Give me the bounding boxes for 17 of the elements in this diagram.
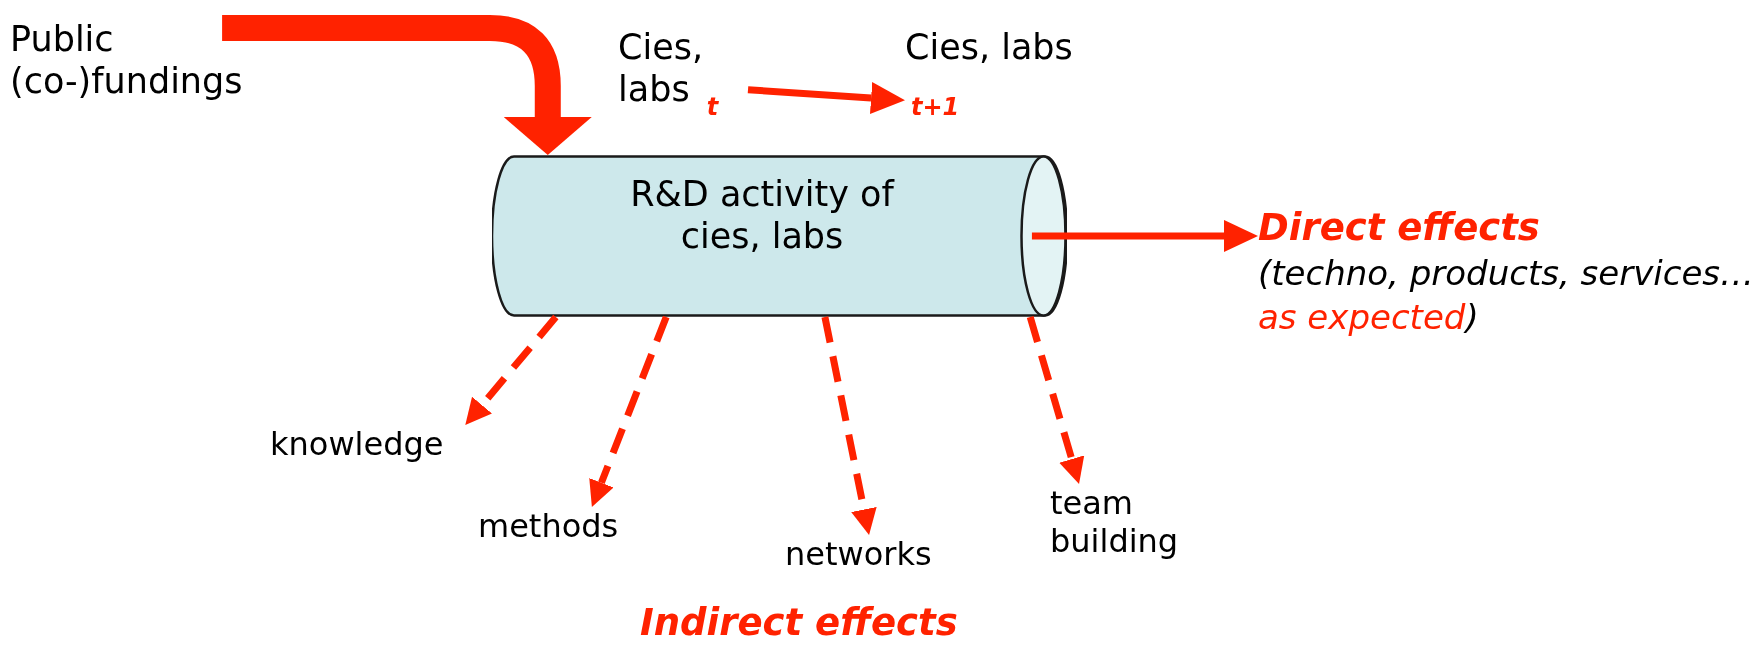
arrow <box>1031 219 1258 252</box>
node-text: Public (co-)fundings <box>10 18 310 118</box>
arrow <box>465 314 559 425</box>
node-text: Cies, labs $_{t}$ <box>618 26 748 144</box>
effect-description: (techno, products, services… as expected) <box>1258 252 1756 340</box>
arrow <box>747 82 905 114</box>
node-text: R&D activity of cies, labs <box>629 173 896 257</box>
effect-label: methods <box>478 507 648 546</box>
group-caption: Indirect effects <box>640 603 958 644</box>
arrow <box>821 316 877 535</box>
effect-heading: Direct effects <box>1258 205 1541 251</box>
arrow <box>222 15 592 155</box>
effect-label: knowledge <box>270 425 480 464</box>
arrow <box>589 315 670 507</box>
effect-label: networks <box>785 535 965 574</box>
effect-label: team building <box>1050 484 1215 561</box>
arrow <box>1026 316 1085 484</box>
